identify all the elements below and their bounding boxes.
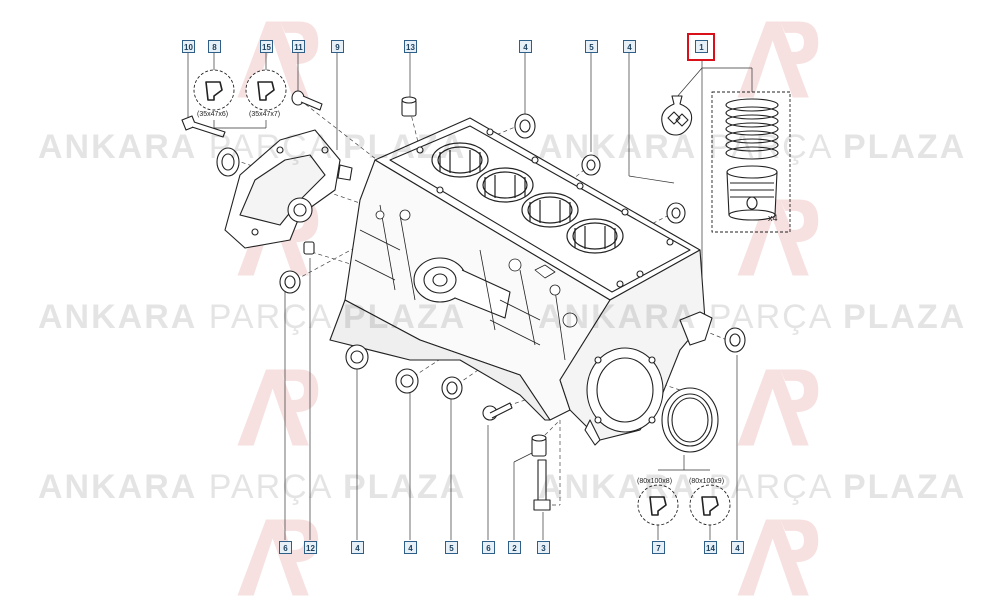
callout-7[interactable]: 7 bbox=[652, 541, 665, 554]
seal-ring-left bbox=[216, 147, 240, 177]
plug-4b bbox=[395, 368, 419, 394]
callout-4-top[interactable]: 4 bbox=[519, 40, 532, 53]
bolt-11 bbox=[291, 90, 323, 111]
piston-quantity: x4 bbox=[768, 213, 778, 223]
watermark-text: ANKARA PARÇA PLAZA bbox=[538, 128, 967, 166]
plug-5b bbox=[441, 376, 463, 400]
deck-holes bbox=[416, 128, 674, 288]
rear-main-seal bbox=[661, 387, 719, 453]
seal-dimension-d: (80x100x9) bbox=[689, 478, 725, 485]
callout-14[interactable]: 14 bbox=[704, 541, 717, 554]
piston-rings bbox=[725, 98, 779, 160]
callout-12[interactable]: 12 bbox=[304, 541, 317, 554]
dowel-2 bbox=[531, 434, 547, 457]
dowel-12 bbox=[303, 241, 315, 255]
seal-dimension-b: (35x47x7) bbox=[249, 111, 281, 118]
callout-4-bottom-b[interactable]: 4 bbox=[404, 541, 417, 554]
engine-block bbox=[329, 117, 713, 446]
small-parts bbox=[181, 90, 746, 511]
callout-8[interactable]: 8 bbox=[208, 40, 221, 53]
bolt-6b bbox=[482, 402, 513, 421]
oil-filter-boss bbox=[413, 257, 511, 319]
callout-4-bottom-c[interactable]: 4 bbox=[731, 541, 744, 554]
watermark-text: ANKARA PARÇA PLAZA bbox=[38, 128, 467, 166]
watermark-text: ANKARA PARÇA PLAZA bbox=[38, 468, 467, 506]
bolt-3 bbox=[533, 459, 551, 511]
seal-dimension-a: (35x47x6) bbox=[197, 111, 229, 118]
callout-13[interactable]: 13 bbox=[404, 40, 417, 53]
crank-seal-housing bbox=[586, 347, 664, 433]
plug-5 bbox=[581, 154, 601, 176]
block-ribs bbox=[354, 204, 578, 361]
dowel-13 bbox=[401, 96, 417, 117]
watermark-logo bbox=[737, 199, 819, 276]
leader-lines bbox=[187, 53, 753, 540]
seal-profile-glyphs bbox=[205, 81, 719, 516]
watermark-text: ANKARA PARÇA PLAZA bbox=[38, 298, 467, 336]
watermark-logo bbox=[737, 21, 819, 98]
plug-top-4 bbox=[514, 113, 536, 139]
watermark-logo bbox=[737, 369, 819, 446]
callout-10[interactable]: 10 bbox=[182, 40, 195, 53]
front-housing bbox=[224, 129, 353, 249]
watermark-logo bbox=[237, 369, 319, 446]
watermark-text: ANKARA PARÇA PLAZA bbox=[538, 298, 967, 336]
selected-callout-highlight bbox=[687, 33, 715, 61]
callout-5-bottom[interactable]: 5 bbox=[445, 541, 458, 554]
watermark-text: ANKARA PARÇA PLAZA bbox=[538, 468, 967, 506]
callout-6-bottom[interactable]: 6 bbox=[279, 541, 292, 554]
callout-9[interactable]: 9 bbox=[331, 40, 344, 53]
seal-dimension-c: (80x100x8) bbox=[637, 478, 673, 485]
plug-top-4b bbox=[666, 202, 686, 224]
plug-4c bbox=[724, 327, 746, 353]
callout-5-top[interactable]: 5 bbox=[585, 40, 598, 53]
callout-1-selected[interactable]: 1 bbox=[695, 40, 708, 53]
piston bbox=[726, 165, 778, 221]
plug-6 bbox=[279, 270, 301, 294]
callout-11[interactable]: 11 bbox=[292, 40, 305, 53]
callout-4-bottom-a[interactable]: 4 bbox=[351, 541, 364, 554]
bolt-10 bbox=[181, 115, 226, 138]
seal-profiles bbox=[193, 69, 731, 526]
callout-4-top-b[interactable]: 4 bbox=[623, 40, 636, 53]
plug-4a bbox=[345, 344, 369, 370]
watermark-logo bbox=[237, 519, 319, 596]
watermark-logo bbox=[737, 519, 819, 596]
callout-3[interactable]: 3 bbox=[537, 541, 550, 554]
piston-set bbox=[711, 91, 791, 233]
cylinder-bores bbox=[431, 142, 624, 254]
watermark-logo bbox=[237, 199, 319, 276]
callout-15[interactable]: 15 bbox=[260, 40, 273, 53]
bearing-pouch-icon bbox=[661, 95, 693, 136]
callout-2[interactable]: 2 bbox=[508, 541, 521, 554]
callout-6-bottom-b[interactable]: 6 bbox=[482, 541, 495, 554]
